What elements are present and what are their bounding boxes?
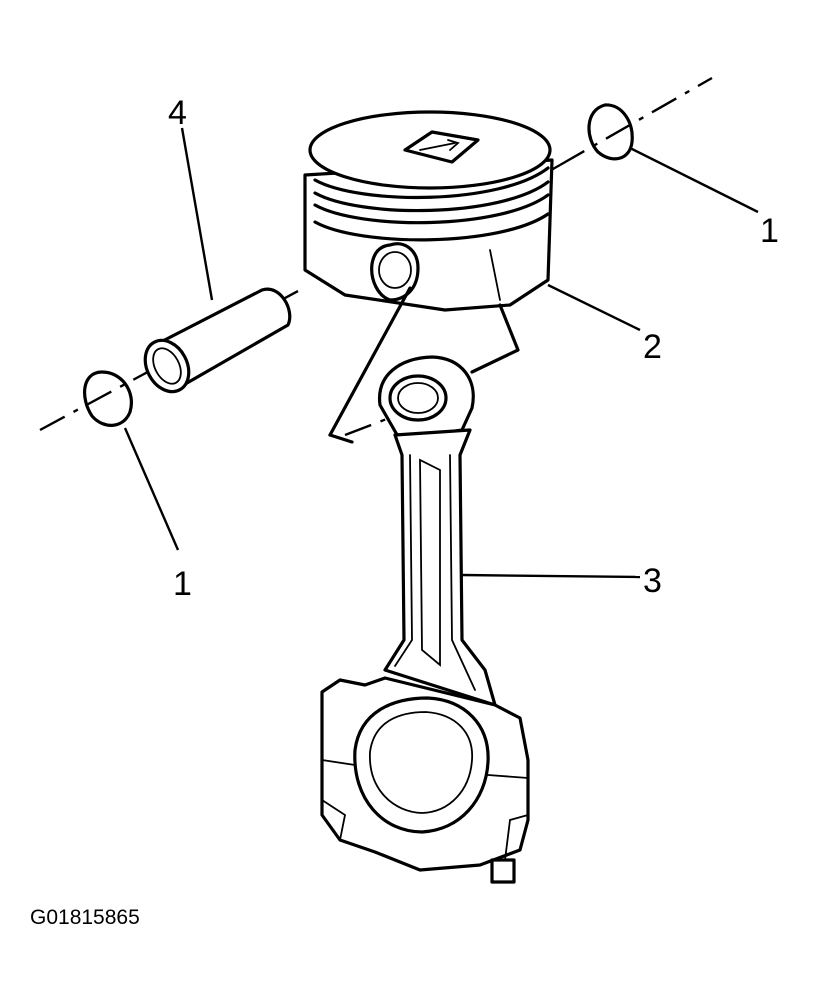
snap-ring-left [83, 370, 133, 427]
label-snap-ring-right: 1 [760, 212, 779, 250]
piston-pin [143, 287, 292, 394]
figure-id: G01815865 [30, 906, 140, 929]
label-piston: 2 [643, 328, 662, 366]
connecting-rod [320, 355, 530, 884]
snap-ring-right [587, 103, 634, 161]
label-connecting-rod: 3 [643, 562, 662, 600]
leader-lines [123, 127, 759, 579]
label-piston-pin: 4 [168, 94, 187, 132]
piston [303, 110, 554, 444]
label-snap-ring-left: 1 [173, 565, 192, 603]
